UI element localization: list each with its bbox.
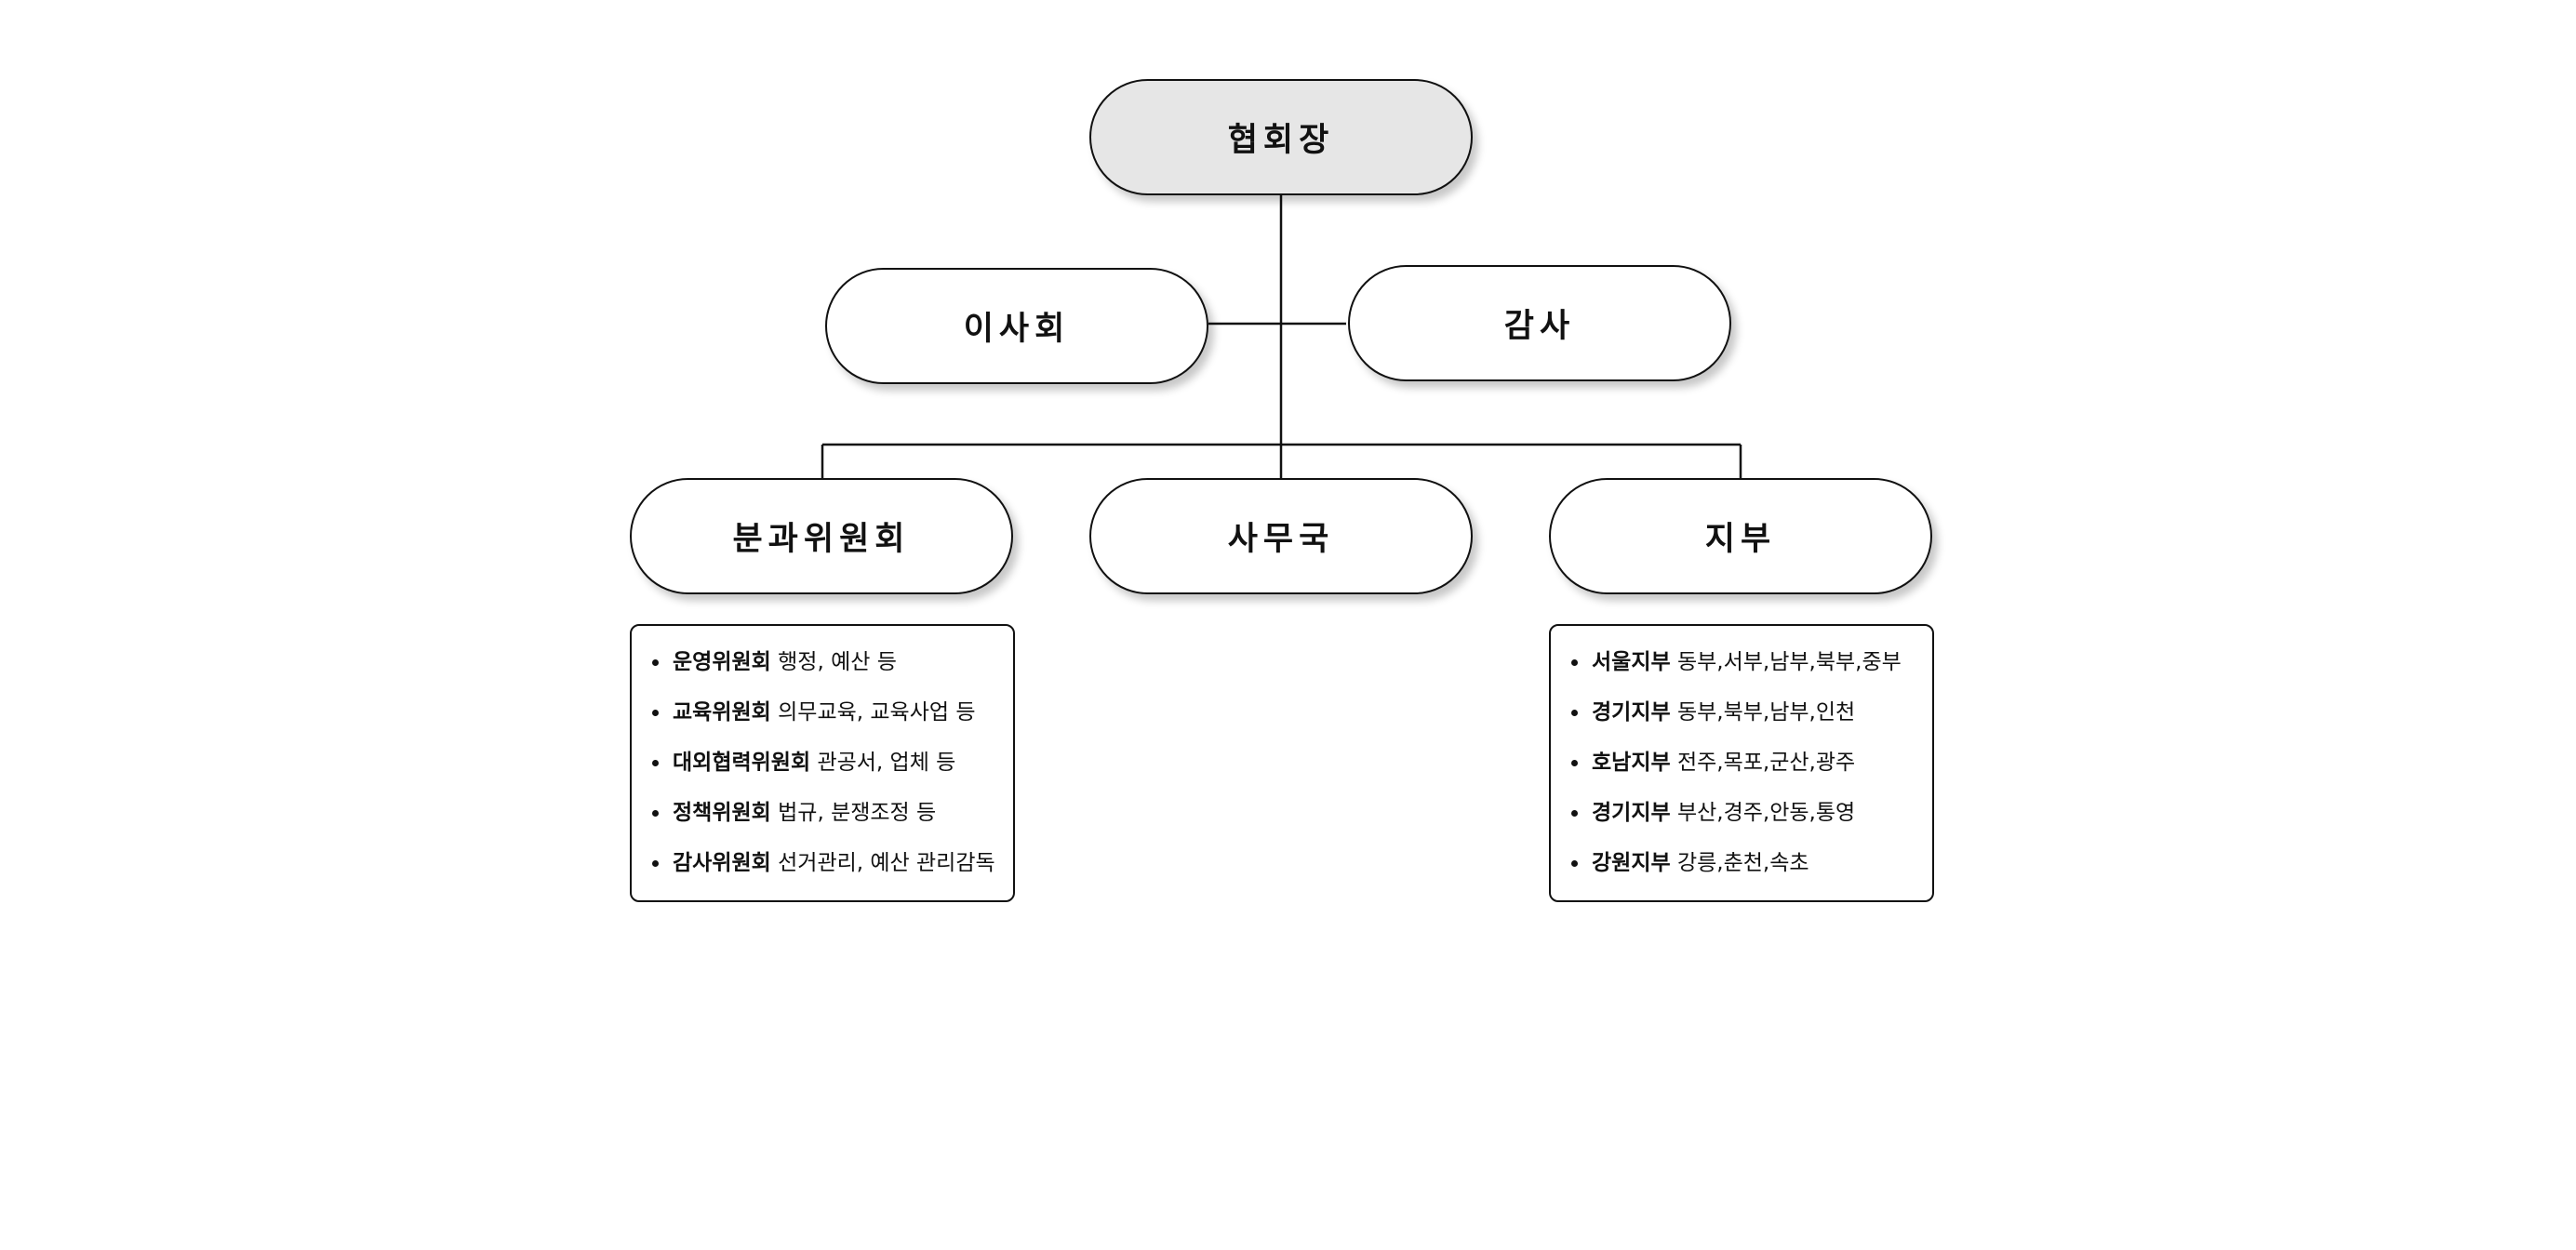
president-node: 협회장 xyxy=(1089,79,1473,195)
item-name: 경기지부 xyxy=(1592,700,1671,725)
list-item: 서울지부 동부,서부,남부,북부,중부 xyxy=(1571,646,1932,697)
item-desc: 행정, 예산 등 xyxy=(778,650,897,674)
list-item: 경기지부 부산,경주,안동,통영 xyxy=(1571,797,1932,847)
committees-node: 분과위원회 xyxy=(630,478,1013,594)
list-item: 호남지부 전주,목포,군산,광주 xyxy=(1571,747,1932,797)
list-item: 운영위원회 행정, 예산 등 xyxy=(652,646,1013,697)
committee-list-box: 운영위원회 행정, 예산 등 교육위원회 의무교육, 교육사업 등 대외협력위원… xyxy=(630,624,1015,902)
item-desc: 관공서, 업체 등 xyxy=(817,751,956,775)
item-desc: 강릉,춘천,속초 xyxy=(1676,851,1809,875)
secretariat-node: 사무국 xyxy=(1089,478,1473,594)
item-name: 경기지부 xyxy=(1592,801,1671,825)
list-item: 강원지부 강릉,춘천,속초 xyxy=(1571,847,1932,898)
item-name: 강원지부 xyxy=(1592,851,1671,875)
item-name: 정책위원회 xyxy=(673,801,771,825)
item-desc: 동부,북부,남부,인천 xyxy=(1676,700,1856,725)
item-name: 대외협력위원회 xyxy=(673,751,811,775)
item-name: 운영위원회 xyxy=(673,650,771,674)
item-name: 호남지부 xyxy=(1592,751,1671,775)
list-item: 정책위원회 법규, 분쟁조정 등 xyxy=(652,797,1013,847)
item-name: 서울지부 xyxy=(1592,650,1671,674)
item-desc: 법규, 분쟁조정 등 xyxy=(778,801,937,825)
list-item: 교육위원회 의무교육, 교육사업 등 xyxy=(652,697,1013,747)
audit-node: 감사 xyxy=(1348,265,1731,381)
item-desc: 동부,서부,남부,북부,중부 xyxy=(1676,650,1902,674)
list-item: 대외협력위원회 관공서, 업체 등 xyxy=(652,747,1013,797)
item-desc: 부산,경주,안동,통영 xyxy=(1676,801,1856,825)
branches-node: 지부 xyxy=(1549,478,1932,594)
list-item: 경기지부 동부,북부,남부,인천 xyxy=(1571,697,1932,747)
item-name: 감사위원회 xyxy=(673,851,771,875)
item-name: 교육위원회 xyxy=(673,700,771,725)
board-node: 이사회 xyxy=(825,268,1208,384)
branch-list: 서울지부 동부,서부,남부,북부,중부 경기지부 동부,북부,남부,인천 호남지… xyxy=(1571,646,1932,898)
branch-list-box: 서울지부 동부,서부,남부,북부,중부 경기지부 동부,북부,남부,인천 호남지… xyxy=(1549,624,1934,902)
committee-list: 운영위원회 행정, 예산 등 교육위원회 의무교육, 교육사업 등 대외협력위원… xyxy=(652,646,1013,898)
item-desc: 전주,목포,군산,광주 xyxy=(1676,751,1856,775)
item-desc: 선거관리, 예산 관리감독 xyxy=(778,851,995,875)
item-desc: 의무교육, 교육사업 등 xyxy=(778,700,976,725)
list-item: 감사위원회 선거관리, 예산 관리감독 xyxy=(652,847,1013,898)
